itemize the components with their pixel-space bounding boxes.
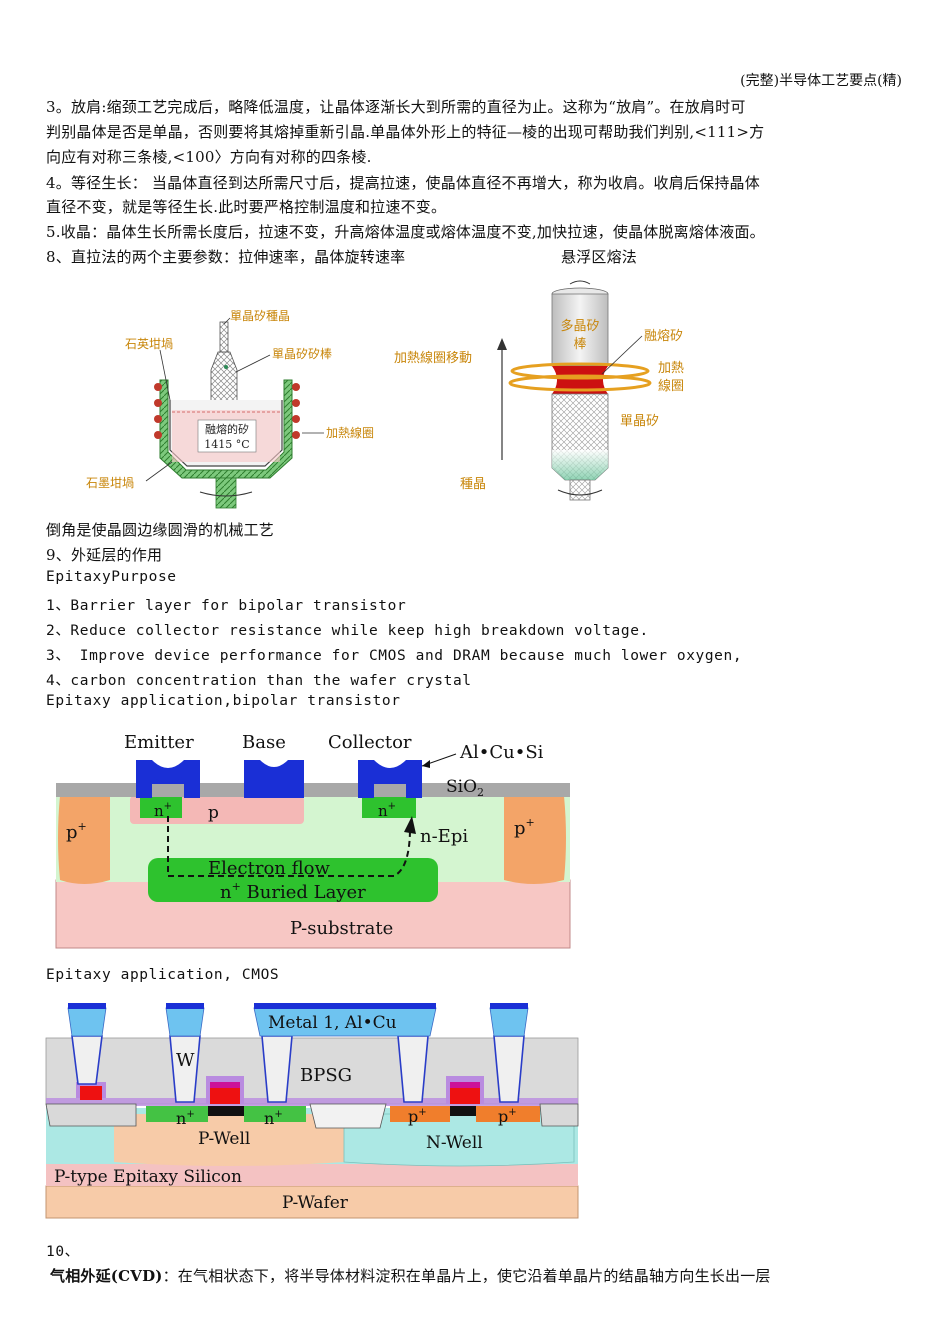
- sio2-label: SiO2: [446, 777, 484, 799]
- para-params: 8、直拉法的两个主要参数：拉伸速率，晶体旋转速率: [46, 248, 406, 266]
- rod-label: 單晶矽矽棒: [272, 346, 332, 361]
- sio2-layer: [56, 783, 570, 797]
- molten-zone: [552, 366, 608, 394]
- p-well-label: P-Well: [198, 1129, 250, 1149]
- metal1-label: Metal 1, Al•Cu: [268, 1013, 397, 1033]
- n-plus-left: [146, 1106, 208, 1122]
- p-type-epi: [46, 1164, 578, 1186]
- coil-move-label: 加熱線圈移動: [394, 350, 472, 366]
- metal-label: Al•Cu•Si: [459, 742, 544, 763]
- electron-flow-label: Electron flow: [208, 858, 330, 879]
- p-plus-left: [390, 1106, 450, 1122]
- isolation-left: [45, 1103, 137, 1127]
- para-chamfer: 倒角是使晶圆边缘圆滑的机械工艺: [46, 521, 275, 539]
- electron-flow-path: [167, 816, 411, 877]
- bipolar-transistor-diagram: Emitter Base Collector Al•Cu•Si SiO2 p+ …: [55, 732, 571, 949]
- collector-n-label: n+: [378, 801, 396, 820]
- poly-rod: [551, 293, 609, 367]
- cmos-caption: Epitaxy application, CMOS: [46, 967, 280, 983]
- czochralski-diagram: 融熔的矽 1415 °C 單晶矽種晶 石英坩堝 單晶矽矽棒 加熱線圈 石墨坩堝: [86, 308, 374, 509]
- tungsten-plugs: [71, 1035, 525, 1103]
- n-plus-right: [244, 1106, 306, 1122]
- para-shoulder-3: 向应有对称三条棱,<100〉方向有对称的四条棱.: [46, 148, 372, 166]
- base-label: Base: [242, 732, 286, 753]
- isolation-mid: [309, 1103, 387, 1129]
- purpose-4: 4、carbon concentration than the wafer cr…: [46, 673, 472, 689]
- heater-coils-left: [154, 383, 162, 439]
- p-plus-right-label: p+: [514, 816, 535, 839]
- n-well: [343, 1113, 575, 1167]
- cvd-definition: ：在气相状态下，将半导体材料淀积在单晶片上，使它沿着单晶片的结晶轴方向生长出一层: [162, 1267, 771, 1285]
- para-finish: 5.收晶：晶体生长所需长度后，拉速不变，升高熔体温度或熔体温度不变,加快拉速，使…: [46, 223, 765, 241]
- purpose-2: 2、Reduce collector resistance while keep…: [46, 623, 649, 639]
- purpose-1: 1、Barrier layer for bipolar transistor: [46, 598, 407, 614]
- seed-label-fz: 種晶: [460, 476, 486, 492]
- poly-label: 多晶矽: [560, 318, 599, 334]
- quartz-label: 石英坩堝: [125, 337, 173, 351]
- cmos-diagram: Metal 1, Al•Cu W BPSG n+ n+ p+ p+ P-Well…: [45, 1003, 579, 1219]
- n-plus-label-2: n+: [264, 1109, 283, 1128]
- purpose-3: 3、 Improve device performance for CMOS a…: [46, 648, 743, 664]
- collector-label: Collector: [328, 732, 412, 753]
- bpsg-label: BPSG: [300, 1065, 352, 1086]
- buried-layer: [148, 858, 438, 902]
- p-plus-left-label: p+: [66, 820, 87, 843]
- p-plus-label-2: p+: [498, 1107, 517, 1126]
- p-plus-left: [58, 796, 110, 884]
- p-wafer-label: P-Wafer: [282, 1193, 349, 1213]
- n-well-label: N-Well: [426, 1133, 483, 1153]
- epitaxy-purpose-title: EpitaxyPurpose: [46, 569, 177, 585]
- single-label: 單晶矽: [620, 414, 659, 429]
- base-p-label: p: [208, 803, 219, 823]
- heater-label: 加熱線圈: [326, 425, 374, 440]
- collector-n-plus: [362, 796, 416, 818]
- substrate-label: P-substrate: [290, 918, 393, 939]
- melt-label: 融熔的矽: [205, 422, 249, 436]
- page-header: (完整)半导体工艺要点(精): [740, 73, 902, 89]
- seed-label: 單晶矽種晶: [230, 308, 290, 323]
- heater-coils-right: [292, 383, 300, 439]
- isolation-right: [539, 1103, 579, 1127]
- para-shoulder-2: 判别晶体是否是单晶，否则要将其熔掉重新引晶.单晶体外形上的特征—棱的出现可帮助我…: [46, 123, 765, 141]
- para-float-zone: 悬浮区熔法: [561, 248, 638, 266]
- section-10-title: 10、: [46, 1244, 80, 1260]
- heat-label-2: 線圈: [658, 378, 684, 394]
- w-plug-label: W: [176, 1050, 195, 1071]
- cvd-term: 气相外延(CVD): [50, 1267, 163, 1285]
- graphite-label: 石墨坩堝: [86, 476, 134, 490]
- heat-label-1: 加熱: [658, 361, 684, 376]
- section-9-title: 9、外延层的作用: [46, 546, 163, 564]
- bipolar-caption: Epitaxy application,bipolar transistor: [46, 693, 401, 709]
- p-plus-right: [476, 1106, 540, 1122]
- base-metal: [244, 760, 304, 798]
- para-growth-2: 直径不变，就是等径生长.此时要严格控制温度和拉速不变。: [46, 198, 447, 216]
- p-epi-label: P-type Epitaxy Silicon: [54, 1167, 242, 1187]
- n-epi-label: n-Epi: [420, 826, 468, 847]
- buried-layer-label: n+ Buried Layer: [220, 880, 366, 903]
- poly-rod-label: 棒: [573, 337, 586, 352]
- seed-rod: [219, 321, 229, 353]
- graphite-crucible: [159, 379, 293, 479]
- support-shaft: [215, 477, 237, 509]
- para-growth-1: 4。等径生长： 当晶体直径到达所需尺寸后，提高拉速，使晶体直径不再增大，称为收肩…: [46, 174, 760, 192]
- emitter-label: Emitter: [124, 732, 194, 753]
- emitter-n-plus: [140, 796, 182, 818]
- molten-label: 融熔矽: [644, 329, 683, 344]
- p-well: [114, 1114, 344, 1166]
- seed: [569, 479, 591, 501]
- para-shoulder-1: 3。放肩:缩颈工艺完成后，略降低温度，让晶体逐渐长大到所需的直径为止。这称为“放…: [46, 98, 746, 116]
- collector-metal: [358, 760, 422, 798]
- emitter-n-label: n+: [154, 801, 172, 820]
- para-cvd: 气相外延(CVD)：在气相状态下，将半导体材料淀积在单晶片上，使它沿着单晶片的结…: [50, 1265, 771, 1286]
- p-plus-right: [504, 796, 566, 884]
- n-plus-label-1: n+: [176, 1109, 195, 1128]
- p-plus-label-1: p+: [408, 1107, 427, 1126]
- melt-temp: 1415 °C: [204, 438, 249, 451]
- float-zone-diagram: 多晶矽 棒 加熱線圈移動 融熔矽 加熱 線圈 單晶矽 種晶: [394, 280, 684, 501]
- p-wafer: [45, 1185, 579, 1219]
